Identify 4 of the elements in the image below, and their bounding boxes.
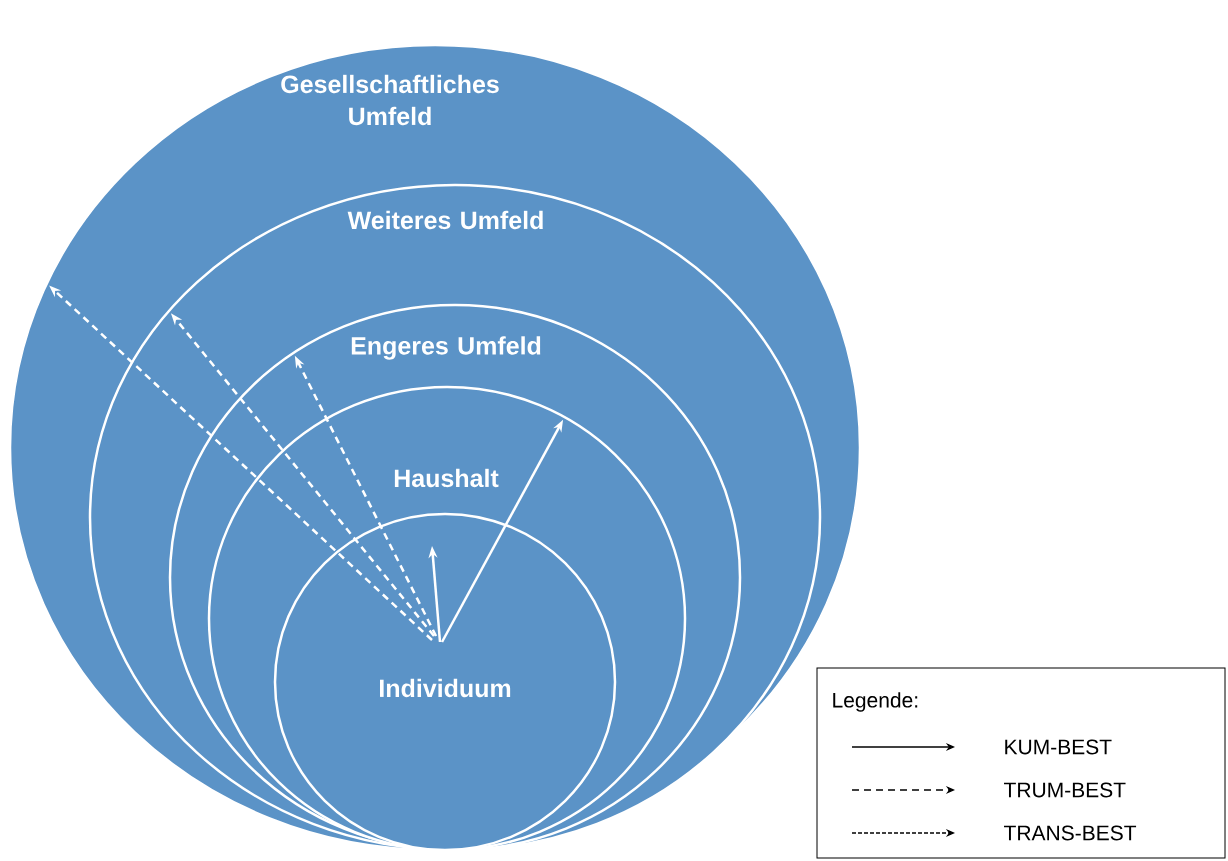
node-label: Individuum — [380, 678, 511, 698]
circle-region: Individuum — [273, 512, 617, 852]
node-label: Haushalt — [394, 468, 499, 488]
node-label: Weiteres Umfeld — [347, 210, 543, 230]
